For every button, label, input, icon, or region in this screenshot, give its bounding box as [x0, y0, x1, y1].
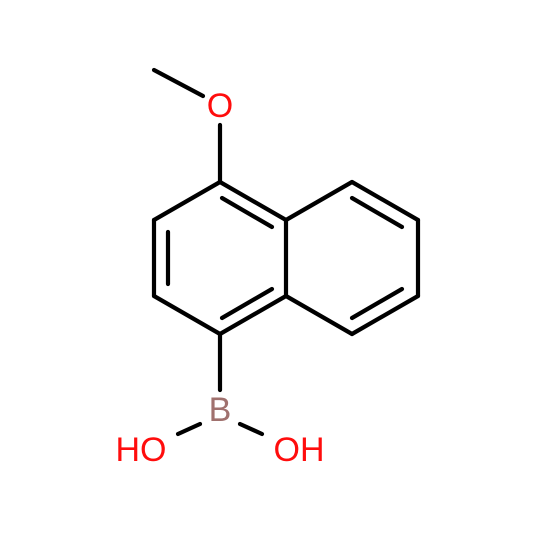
bond-ring-a-3	[151, 293, 223, 337]
bond-ring-b-double-1	[349, 195, 405, 230]
bond-ring-b-2	[349, 179, 421, 223]
atom-label-hydroxyl-left: HO	[116, 431, 167, 469]
bond-methyl-oxygen	[151, 67, 206, 99]
bond-ring-b-4	[349, 293, 421, 337]
atom-label-oxygen-methoxy: O	[207, 87, 233, 125]
bond-ring-a-1	[151, 179, 223, 223]
bond-ring-a-double-3	[219, 195, 275, 230]
bond-ring-b-5	[283, 293, 355, 337]
bond-boron-hydroxyl-right	[237, 421, 265, 437]
bond-ring-a-6	[217, 179, 289, 223]
atom-label-boron: B	[209, 391, 232, 429]
bond-ring-a-double-2	[219, 286, 275, 321]
bond-ring-b-double-2	[349, 286, 405, 321]
atom-label-hydroxyl-right: OH	[274, 431, 325, 469]
bond-boron-hydroxyl-left	[175, 421, 203, 437]
bond-ring-a-4	[217, 293, 289, 337]
bond-ring-b-1	[283, 179, 355, 223]
